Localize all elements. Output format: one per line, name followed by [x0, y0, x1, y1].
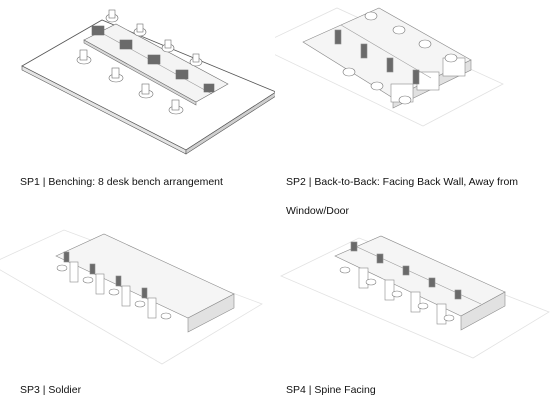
monitor	[141, 287, 148, 299]
floor-plate	[0, 229, 263, 365]
task-chairs	[56, 264, 172, 320]
monitor	[91, 25, 105, 36]
sp4-isometric-drawing	[280, 235, 550, 359]
monitor	[376, 253, 384, 264]
panel-sp2	[275, 0, 550, 160]
monitor	[454, 289, 462, 300]
workstation-rows	[55, 233, 235, 333]
spine-workstations	[334, 235, 506, 331]
panel-sp4	[275, 222, 550, 368]
caption-sp1: SP1 | Benching: 8 desk bench arrangement	[20, 176, 223, 188]
monitor	[386, 57, 394, 73]
task-chairs	[342, 11, 458, 105]
sp3-isometric-drawing	[0, 229, 263, 365]
monitor	[147, 54, 161, 65]
monitor	[89, 263, 96, 275]
sp1-isometric-drawing	[21, 9, 275, 155]
monitor	[115, 275, 122, 287]
workstation-pods	[302, 7, 472, 109]
panel-sp1	[0, 0, 275, 160]
task-chairs	[339, 266, 455, 322]
monitor	[402, 265, 410, 276]
monitor	[63, 251, 70, 263]
sp2-isometric-drawing	[275, 7, 504, 127]
monitor	[119, 39, 133, 50]
caption-sp2-line2: Window/Door	[286, 205, 350, 217]
monitor	[334, 29, 342, 45]
task-chairs	[76, 9, 203, 115]
caption-sp4: SP4 | Spine Facing	[286, 384, 376, 396]
monitor	[203, 83, 215, 93]
caption-sp3: SP3 | Soldier	[20, 384, 82, 396]
bench-desks	[83, 23, 229, 106]
panel-sp3	[0, 222, 275, 368]
caption-sp2-line1: SP2 | Back-to-Back: Facing Back Wall, Aw…	[286, 176, 519, 188]
monitor	[412, 69, 420, 85]
monitor	[428, 277, 436, 288]
monitor	[175, 69, 189, 80]
monitor	[360, 43, 368, 59]
monitor	[350, 241, 358, 252]
